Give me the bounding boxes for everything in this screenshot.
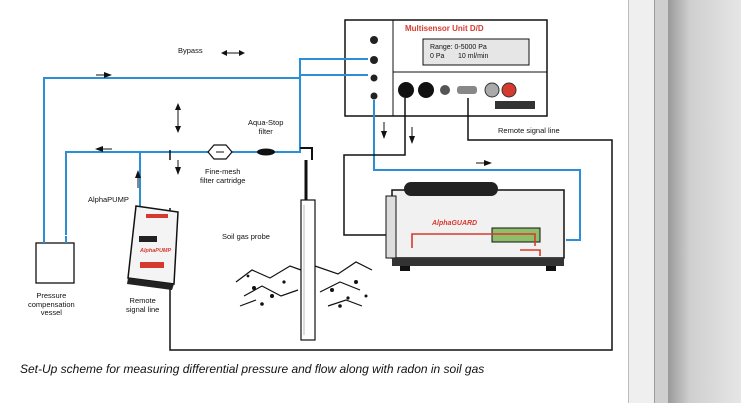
display-line-1: Range: 0-5000 Pa	[430, 44, 487, 51]
connector-2-icon	[418, 82, 434, 98]
aqua-stop-filter	[257, 148, 275, 156]
connector-1-icon	[398, 82, 414, 98]
port-knob-3-icon	[370, 74, 378, 82]
connector-4-icon	[457, 86, 477, 94]
bypass-label: Bypass	[178, 46, 203, 55]
arrow-right-icon	[104, 72, 112, 78]
alphapump-label: AlphaPUMP	[88, 195, 129, 204]
alphapump-brand: AlphaPUMP	[140, 248, 172, 254]
arrow-down-3-icon	[409, 136, 415, 144]
page-edge-3	[668, 0, 741, 403]
arrow-down-icon	[175, 167, 181, 175]
soil-gas-probe	[300, 147, 316, 341]
fine-mesh-label: Fine-mesh filter cartridge	[200, 167, 246, 185]
arrow-up-icon	[135, 170, 141, 178]
pressure-vessel-label: Pressure compensation vessel	[28, 291, 75, 318]
soil-gas-probe-label: Soil gas probe	[222, 232, 270, 241]
lcd-display	[422, 38, 530, 66]
button-red-icon	[501, 82, 517, 98]
display-line-2: 0 Pa 10 ml/min	[430, 53, 489, 60]
arrow-updown-icon	[175, 103, 181, 110]
port-knob-4-icon	[370, 92, 378, 100]
arrow-right-2-icon	[484, 160, 492, 166]
pressure-vessel	[35, 236, 75, 284]
aqua-stop-label: Aqua-Stop filter	[248, 118, 284, 136]
page-edge-1	[628, 0, 655, 403]
alphaguard-device	[385, 182, 565, 271]
soil-ground	[235, 261, 373, 307]
button-grey-icon	[484, 82, 500, 98]
arrow-left-icon	[95, 146, 103, 152]
alphaguard-brand: AlphaGUARD	[432, 220, 478, 227]
diagram-figure: Multisensor Unit D/D Range: 0-5000 Pa 0 …	[20, 19, 613, 376]
alphaguard-lcd	[491, 227, 541, 243]
port-knob-1-icon	[370, 36, 378, 44]
soil-stones	[246, 274, 368, 308]
alphapump-device	[127, 205, 179, 290]
multisensor-unit	[344, 19, 548, 117]
bypass-arrow-icon	[221, 50, 227, 56]
port-knob-2-icon	[370, 56, 378, 64]
connector-3-icon	[440, 85, 450, 95]
figure-caption: Set-Up scheme for measuring differential…	[20, 362, 485, 376]
fine-mesh-filter	[207, 144, 233, 160]
page-edge-2	[654, 0, 669, 403]
remote-signal-bottom-label: Remote signal line	[126, 296, 160, 314]
carry-handle	[404, 182, 498, 196]
setup-diagram-svg	[35, 19, 613, 351]
multisensor-title: Multisensor Unit D/D	[405, 24, 484, 33]
serial-label	[495, 101, 535, 109]
arrow-down-2-icon	[381, 131, 387, 139]
remote-signal-line-label: Remote signal line	[498, 126, 560, 135]
gas-tubes	[43, 58, 581, 243]
